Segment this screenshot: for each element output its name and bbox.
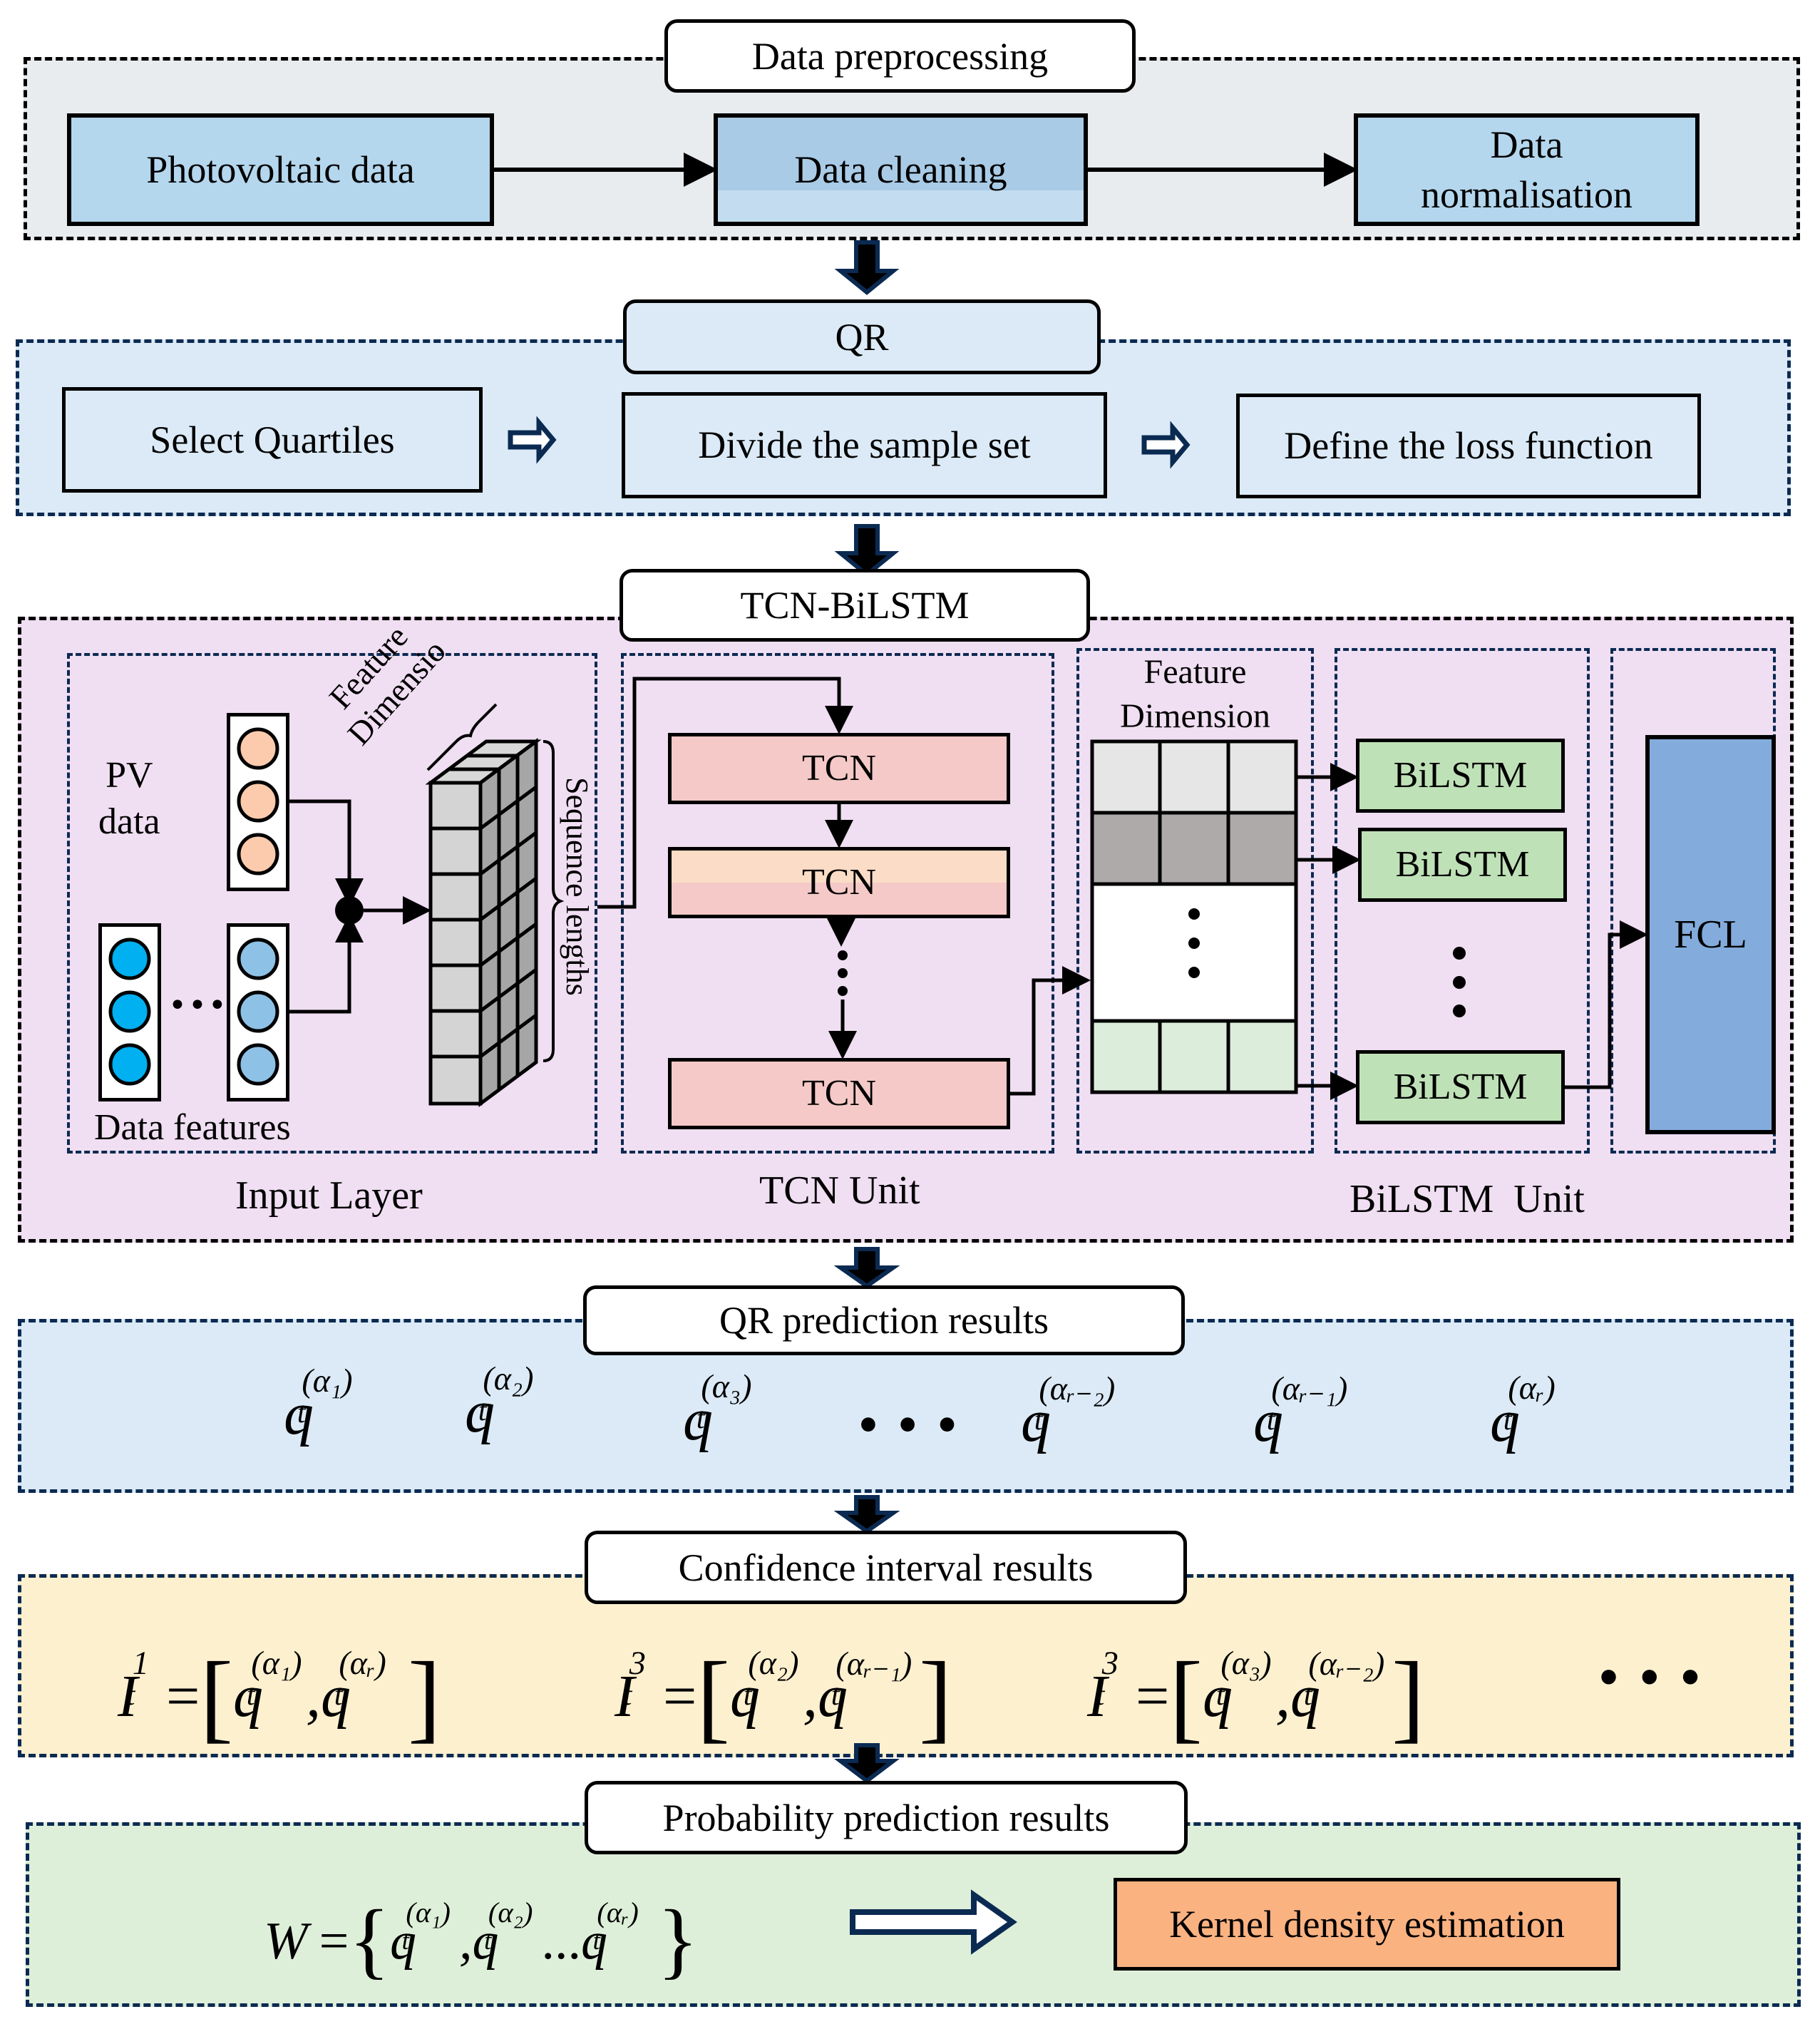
interval-1-sup: 1	[132, 1644, 149, 1681]
tcn-block-2: TCN	[668, 847, 1010, 918]
down-arrow-3-icon	[833, 1247, 900, 1289]
quantile-qr-2-sub: t	[1034, 1404, 1043, 1437]
probability-formula: W={q(α₁)t,q(α₂)t...q(αᵣ)t}	[264, 1892, 699, 1987]
quantile-qr-1: q(αᵣ₋₁)t	[1253, 1370, 1347, 1456]
pv-data-label-line1: PV	[106, 755, 153, 796]
quantile-qr-sub: t	[1503, 1404, 1512, 1437]
interval-2-upper: (αᵣ₋₁)	[836, 1645, 912, 1682]
quantile-q3: q(α₃)t	[683, 1368, 751, 1454]
feature-dimension-label-line2: Dimension	[1120, 697, 1270, 736]
input-layer-caption: Input Layer	[235, 1173, 423, 1218]
step-photovoltaic-data: Photovoltaic data	[67, 113, 494, 226]
quantile-qr-2-sup: (αᵣ₋₂)	[1039, 1370, 1116, 1407]
feature-vector-first	[98, 923, 161, 1101]
pv-data-vector	[227, 713, 289, 891]
quantile-qr: q(αᵣ)t	[1490, 1370, 1556, 1456]
quantile-q2-base: q	[465, 1379, 495, 1445]
interval-1-lower: (α₁)	[251, 1644, 302, 1681]
feature-dimension-panel	[1076, 648, 1314, 1154]
interval-3-sub: t	[1096, 1679, 1105, 1712]
interval-3-sup: 3	[1101, 1644, 1119, 1681]
step-define-loss-function: Define the loss function	[1236, 394, 1701, 498]
bilstm-block-n: BiLSTM	[1356, 1050, 1565, 1124]
tcn-block-n: TCN	[668, 1058, 1010, 1129]
tcn-block-1: TCN	[668, 733, 1010, 804]
feature-dimension-label: Feature Dimension	[1076, 650, 1314, 739]
quantile-q2: q(α₂)t	[465, 1360, 533, 1447]
quantile-q2-sup: (α₂)	[483, 1360, 534, 1397]
interval-2-sup: 3	[629, 1644, 646, 1681]
down-arrow-4-icon	[833, 1495, 900, 1534]
confidence-title: Confidence interval results	[585, 1531, 1187, 1604]
quantile-q1: q(α₁)t	[284, 1362, 352, 1449]
data-features-label: Data features	[94, 1107, 291, 1148]
kde-block: Kernel density estimation	[1114, 1878, 1620, 1971]
interval-2-lower: (α₂)	[748, 1644, 799, 1681]
quantile-q3-sub: t	[696, 1402, 705, 1436]
interval-3-lower: (α₃)	[1220, 1644, 1272, 1681]
bilstm-block-1: BiLSTM	[1356, 739, 1565, 813]
quantile-qr-1-sup: (αᵣ₋₁)	[1271, 1370, 1348, 1407]
quantile-q2-sub: t	[478, 1394, 487, 1428]
formula-term-2: (α₂)	[488, 1896, 533, 1928]
step-data-normalisation: Data normalisation	[1354, 113, 1700, 226]
fcl-block: FCL	[1645, 735, 1776, 1134]
probability-title: Probability prediction results	[585, 1781, 1188, 1854]
step-data-cleaning: Data cleaning	[714, 113, 1088, 226]
formula-term-r: (αᵣ)	[597, 1896, 639, 1928]
down-arrow-1-icon	[834, 240, 900, 295]
feature-vector-last	[227, 923, 289, 1101]
quantile-qr-2: q(αᵣ₋₂)t	[1021, 1370, 1115, 1456]
quantile-q1-sup: (α₁)	[302, 1362, 353, 1399]
bilstm-unit-caption: BiLSTM Unit	[1349, 1177, 1585, 1221]
features-ellipsis: •••	[168, 987, 228, 1024]
step-divide-sample-set: Divide the sample set	[622, 392, 1107, 498]
interval-1-upper: (αᵣ)	[339, 1644, 386, 1681]
preprocessing-title: Data preprocessing	[664, 19, 1136, 93]
formula-lhs: W	[264, 1912, 308, 1971]
interval-ellipsis: • • •	[1595, 1654, 1704, 1702]
quantile-ellipsis: • • •	[855, 1403, 960, 1449]
tcn-bilstm-title: TCN-BiLSTM	[619, 569, 1090, 642]
quantile-qr-1-base: q	[1253, 1388, 1283, 1454]
pv-data-label-line2: data	[98, 801, 160, 842]
sequence-lengths-label: Sequence lengths	[560, 777, 595, 996]
quantile-qr-sup: (αᵣ)	[1508, 1369, 1556, 1406]
quantile-qr-2-base: q	[1021, 1388, 1051, 1454]
quantile-qr-base: q	[1490, 1388, 1520, 1454]
quantile-q3-base: q	[683, 1387, 713, 1453]
feature-dimension-label-line1: Feature	[1143, 653, 1247, 691]
formula-term-1: (α₁)	[406, 1896, 451, 1928]
interval-2-name: I	[615, 1663, 634, 1730]
interval-1-name: I	[118, 1663, 138, 1730]
tcn-unit-caption: TCN Unit	[759, 1168, 920, 1213]
quantile-q1-sub: t	[297, 1397, 306, 1430]
step-data-normalisation-label: Data normalisation	[1421, 123, 1633, 216]
step-select-quartiles: Select Quartiles	[62, 387, 483, 493]
quantile-q1-base: q	[284, 1381, 314, 1447]
interval-3-name: I	[1087, 1663, 1107, 1730]
interval-2-sub: t	[623, 1679, 632, 1712]
qr-title: QR	[623, 299, 1101, 374]
quantile-qr-1-sub: t	[1266, 1404, 1275, 1437]
pv-data-label: PV data	[98, 752, 160, 845]
bilstm-unit-panel	[1335, 648, 1590, 1154]
interval-3-upper: (αᵣ₋₂)	[1308, 1645, 1385, 1682]
qr-results-title: QR prediction results	[583, 1285, 1185, 1355]
bilstm-block-2: BiLSTM	[1358, 828, 1567, 902]
interval-1-sub: t	[126, 1679, 135, 1712]
down-arrow-2-icon	[834, 524, 900, 577]
input-layer-panel	[67, 653, 597, 1154]
quantile-q3-sup: (α₃)	[701, 1367, 752, 1404]
